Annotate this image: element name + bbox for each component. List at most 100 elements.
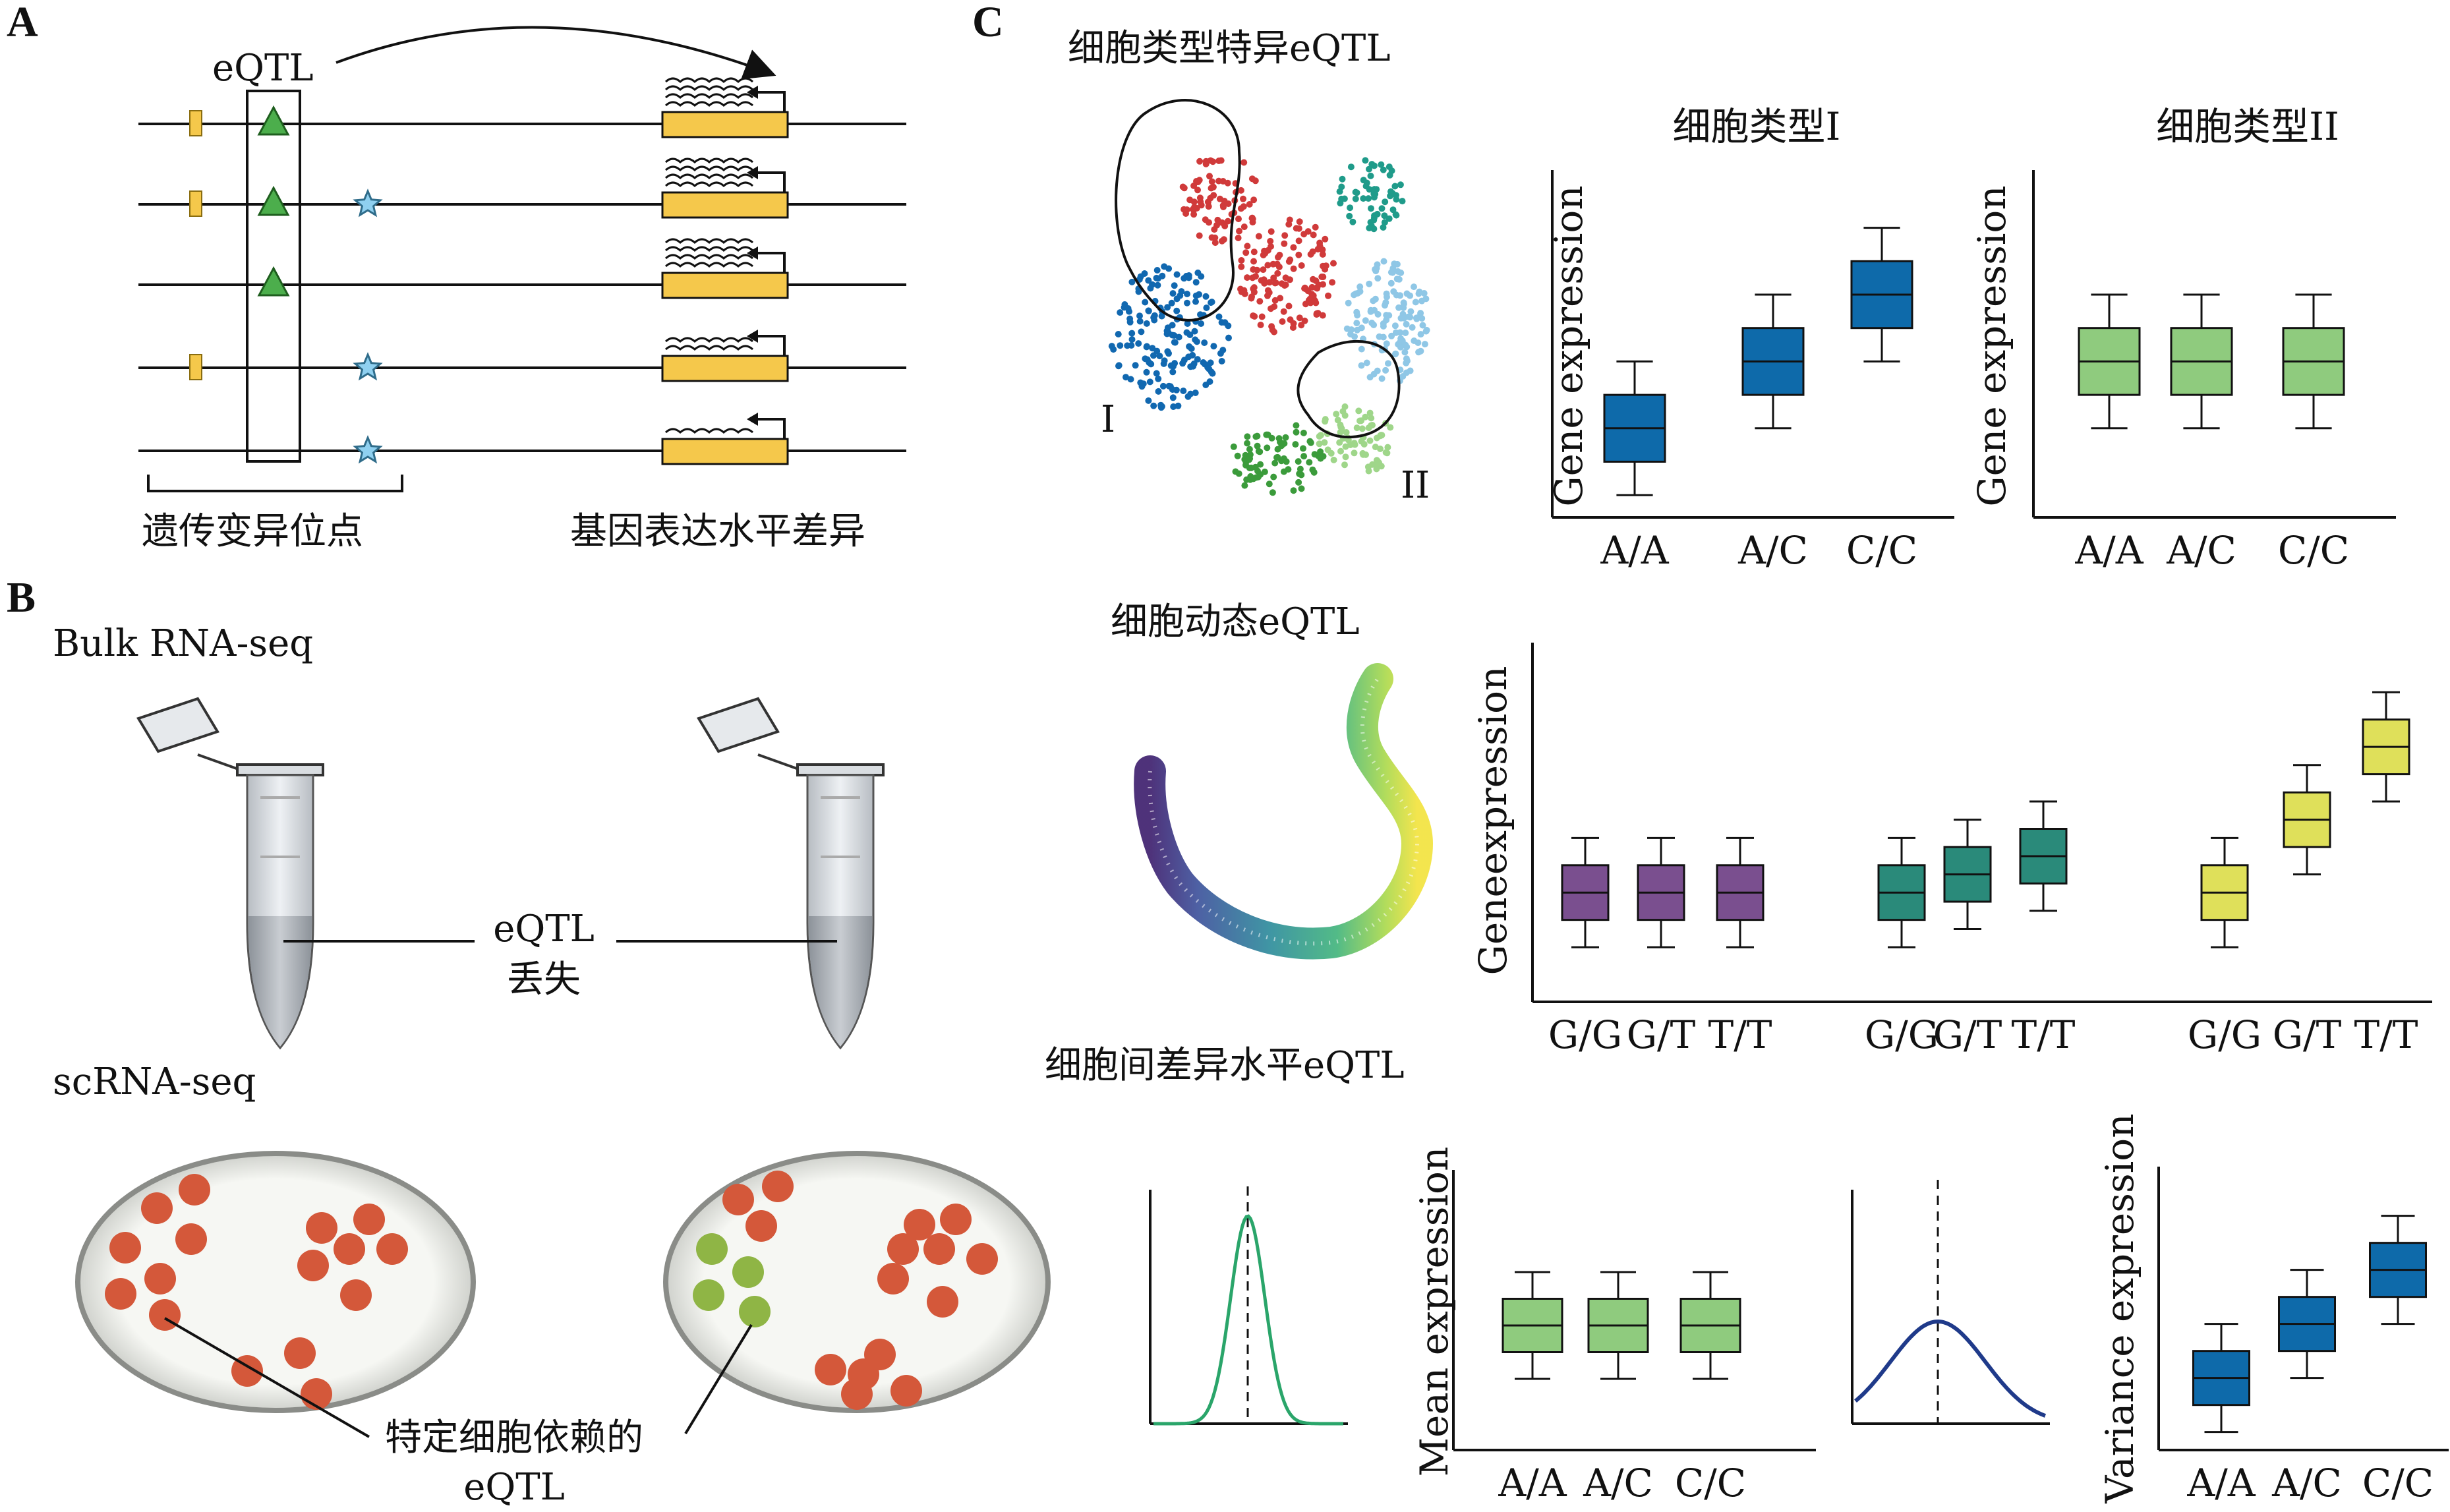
x-tick-label: T/T (2354, 1012, 2418, 1057)
cluster-cell-dot (1256, 298, 1264, 305)
cluster-cell-dot (1193, 338, 1200, 345)
cluster-cell-dot (1184, 299, 1190, 306)
cluster-cell-dot (1215, 158, 1223, 164)
gene-bar (661, 272, 789, 299)
panel-a: A eQTL 遗传变异位点 基因表达水平差异 (7, 0, 906, 553)
cluster-i-outline (1115, 99, 1241, 322)
cluster-cell-dot (1368, 205, 1374, 212)
cell-green (693, 1279, 724, 1311)
cluster-cell-dot (1196, 158, 1204, 165)
cluster-cell-dot (1250, 266, 1257, 273)
cluster-cell-dot (1168, 299, 1175, 306)
cluster-cell-dot (1143, 343, 1150, 351)
cluster-cell-dot (1264, 287, 1271, 294)
cluster-cell-dot (1292, 441, 1299, 448)
cluster-cell-dot (1342, 453, 1349, 461)
wide-density-plot (1851, 1180, 2050, 1425)
cluster-cell-dot (1298, 262, 1305, 269)
cluster-cell-dot (1268, 323, 1275, 330)
cluster-cell-dot (1163, 330, 1171, 337)
cluster-cell-dot (1325, 292, 1331, 299)
cluster-cell-dot (1285, 466, 1292, 473)
cluster-cell-dot (1334, 417, 1341, 424)
cluster-cell-dot (1190, 198, 1198, 206)
cluster-cell-dot (1371, 186, 1378, 193)
cluster-cell-dot (1306, 438, 1314, 445)
cluster-cell-dot (1298, 485, 1305, 492)
cluster-cell-dot (1400, 299, 1407, 306)
cluster-cell-dot (1391, 322, 1399, 330)
cluster-cell-dot (1383, 312, 1390, 319)
cluster-cell-dot (1246, 456, 1253, 463)
panel-c: C 细胞类型特异eQTL 细胞动态eQTL 细胞间差异水平eQTL I II (972, 0, 2449, 1505)
cluster-cell-dot (1183, 206, 1190, 214)
cluster-cell-dot (1290, 487, 1297, 494)
cluster-cell-dot (1382, 198, 1389, 206)
cluster-cell-dot (1270, 274, 1277, 281)
tss-arrow (751, 418, 786, 439)
cluster-cell-dot (1312, 297, 1319, 305)
cluster-cell-dot (1403, 320, 1410, 328)
cluster-cell-dot (1356, 283, 1364, 290)
transcript-wave (664, 345, 754, 351)
cluster-cell-dot (1286, 216, 1293, 223)
panel-b: B Bulk RNA-seq eQTL 丢失 scRNA-seq (7, 573, 1051, 1509)
cluster-cell-dot (1368, 422, 1375, 429)
cluster-cell-dot (1312, 223, 1319, 231)
cluster-cell-dot (1117, 309, 1124, 316)
cluster-cell-dot (1333, 411, 1340, 418)
cluster-cell-dot (1311, 451, 1318, 458)
cluster-cell-dot (1345, 299, 1352, 306)
cluster-cell-dot (1368, 161, 1376, 168)
cluster-cell-dot (1132, 362, 1139, 369)
cluster-cell-dot (1403, 343, 1411, 351)
cluster-cell-dot (1211, 234, 1219, 241)
transcript-wave (664, 246, 754, 252)
cluster-cell-dot (1306, 459, 1313, 466)
panel-c-letter: C (972, 0, 1004, 46)
cluster-cell-dot (1246, 446, 1253, 453)
cluster-cell-dot (1352, 195, 1359, 202)
cluster-cell-dot (1422, 295, 1430, 303)
cluster-cell-dot (1235, 470, 1242, 477)
cluster-cell-dot (1250, 258, 1257, 265)
chart-title: 细胞类型I (1673, 104, 1841, 149)
cluster-cell-dot (1342, 443, 1349, 450)
cluster-cell-dot (1155, 375, 1162, 382)
panel-a-letter: A (7, 0, 38, 46)
cluster-cell-dot (1397, 292, 1404, 299)
cluster-cell-dot (1351, 440, 1358, 447)
cell-red (284, 1337, 316, 1369)
cluster-cell-dot (1201, 339, 1208, 346)
cluster-cell-dot (1210, 158, 1217, 165)
cluster-cell-dot (1126, 318, 1134, 326)
cluster-cell-dot (1366, 280, 1373, 287)
cluster-cell-dot (1372, 266, 1379, 273)
cluster-cell-dot (1258, 313, 1266, 320)
cluster-cell-dot (1207, 194, 1214, 202)
cluster-cell-dot (1365, 467, 1372, 475)
cluster-cell-dot (1385, 163, 1393, 171)
cluster-cell-dot (1225, 200, 1232, 208)
cluster-cell-dot (1146, 359, 1153, 366)
caption-pointer-left (163, 1317, 370, 1438)
cluster-cell-dot (1250, 196, 1258, 204)
cluster-cell-dot (1330, 260, 1337, 267)
cluster-cell-dot (1281, 232, 1289, 239)
cluster-cell-dot (1146, 378, 1153, 386)
variant-sites-bracket (147, 475, 403, 492)
variant-star-icon (353, 352, 383, 381)
tss-arrow (751, 171, 786, 192)
cluster-cell-dot (1415, 314, 1422, 321)
cluster-cell-dot (1324, 446, 1331, 453)
cluster-cell-dot (1280, 308, 1287, 315)
cluster-cell-dot (1407, 308, 1415, 315)
bulk-title: Bulk RNA-seq (53, 622, 313, 665)
cluster-cell-dot (1238, 257, 1245, 264)
cell-red (815, 1354, 846, 1385)
cluster-cell-dot (1407, 367, 1414, 374)
cell-red (966, 1243, 998, 1275)
cluster-cell-dot (1266, 480, 1273, 488)
cluster-cell-dot (1376, 459, 1383, 467)
